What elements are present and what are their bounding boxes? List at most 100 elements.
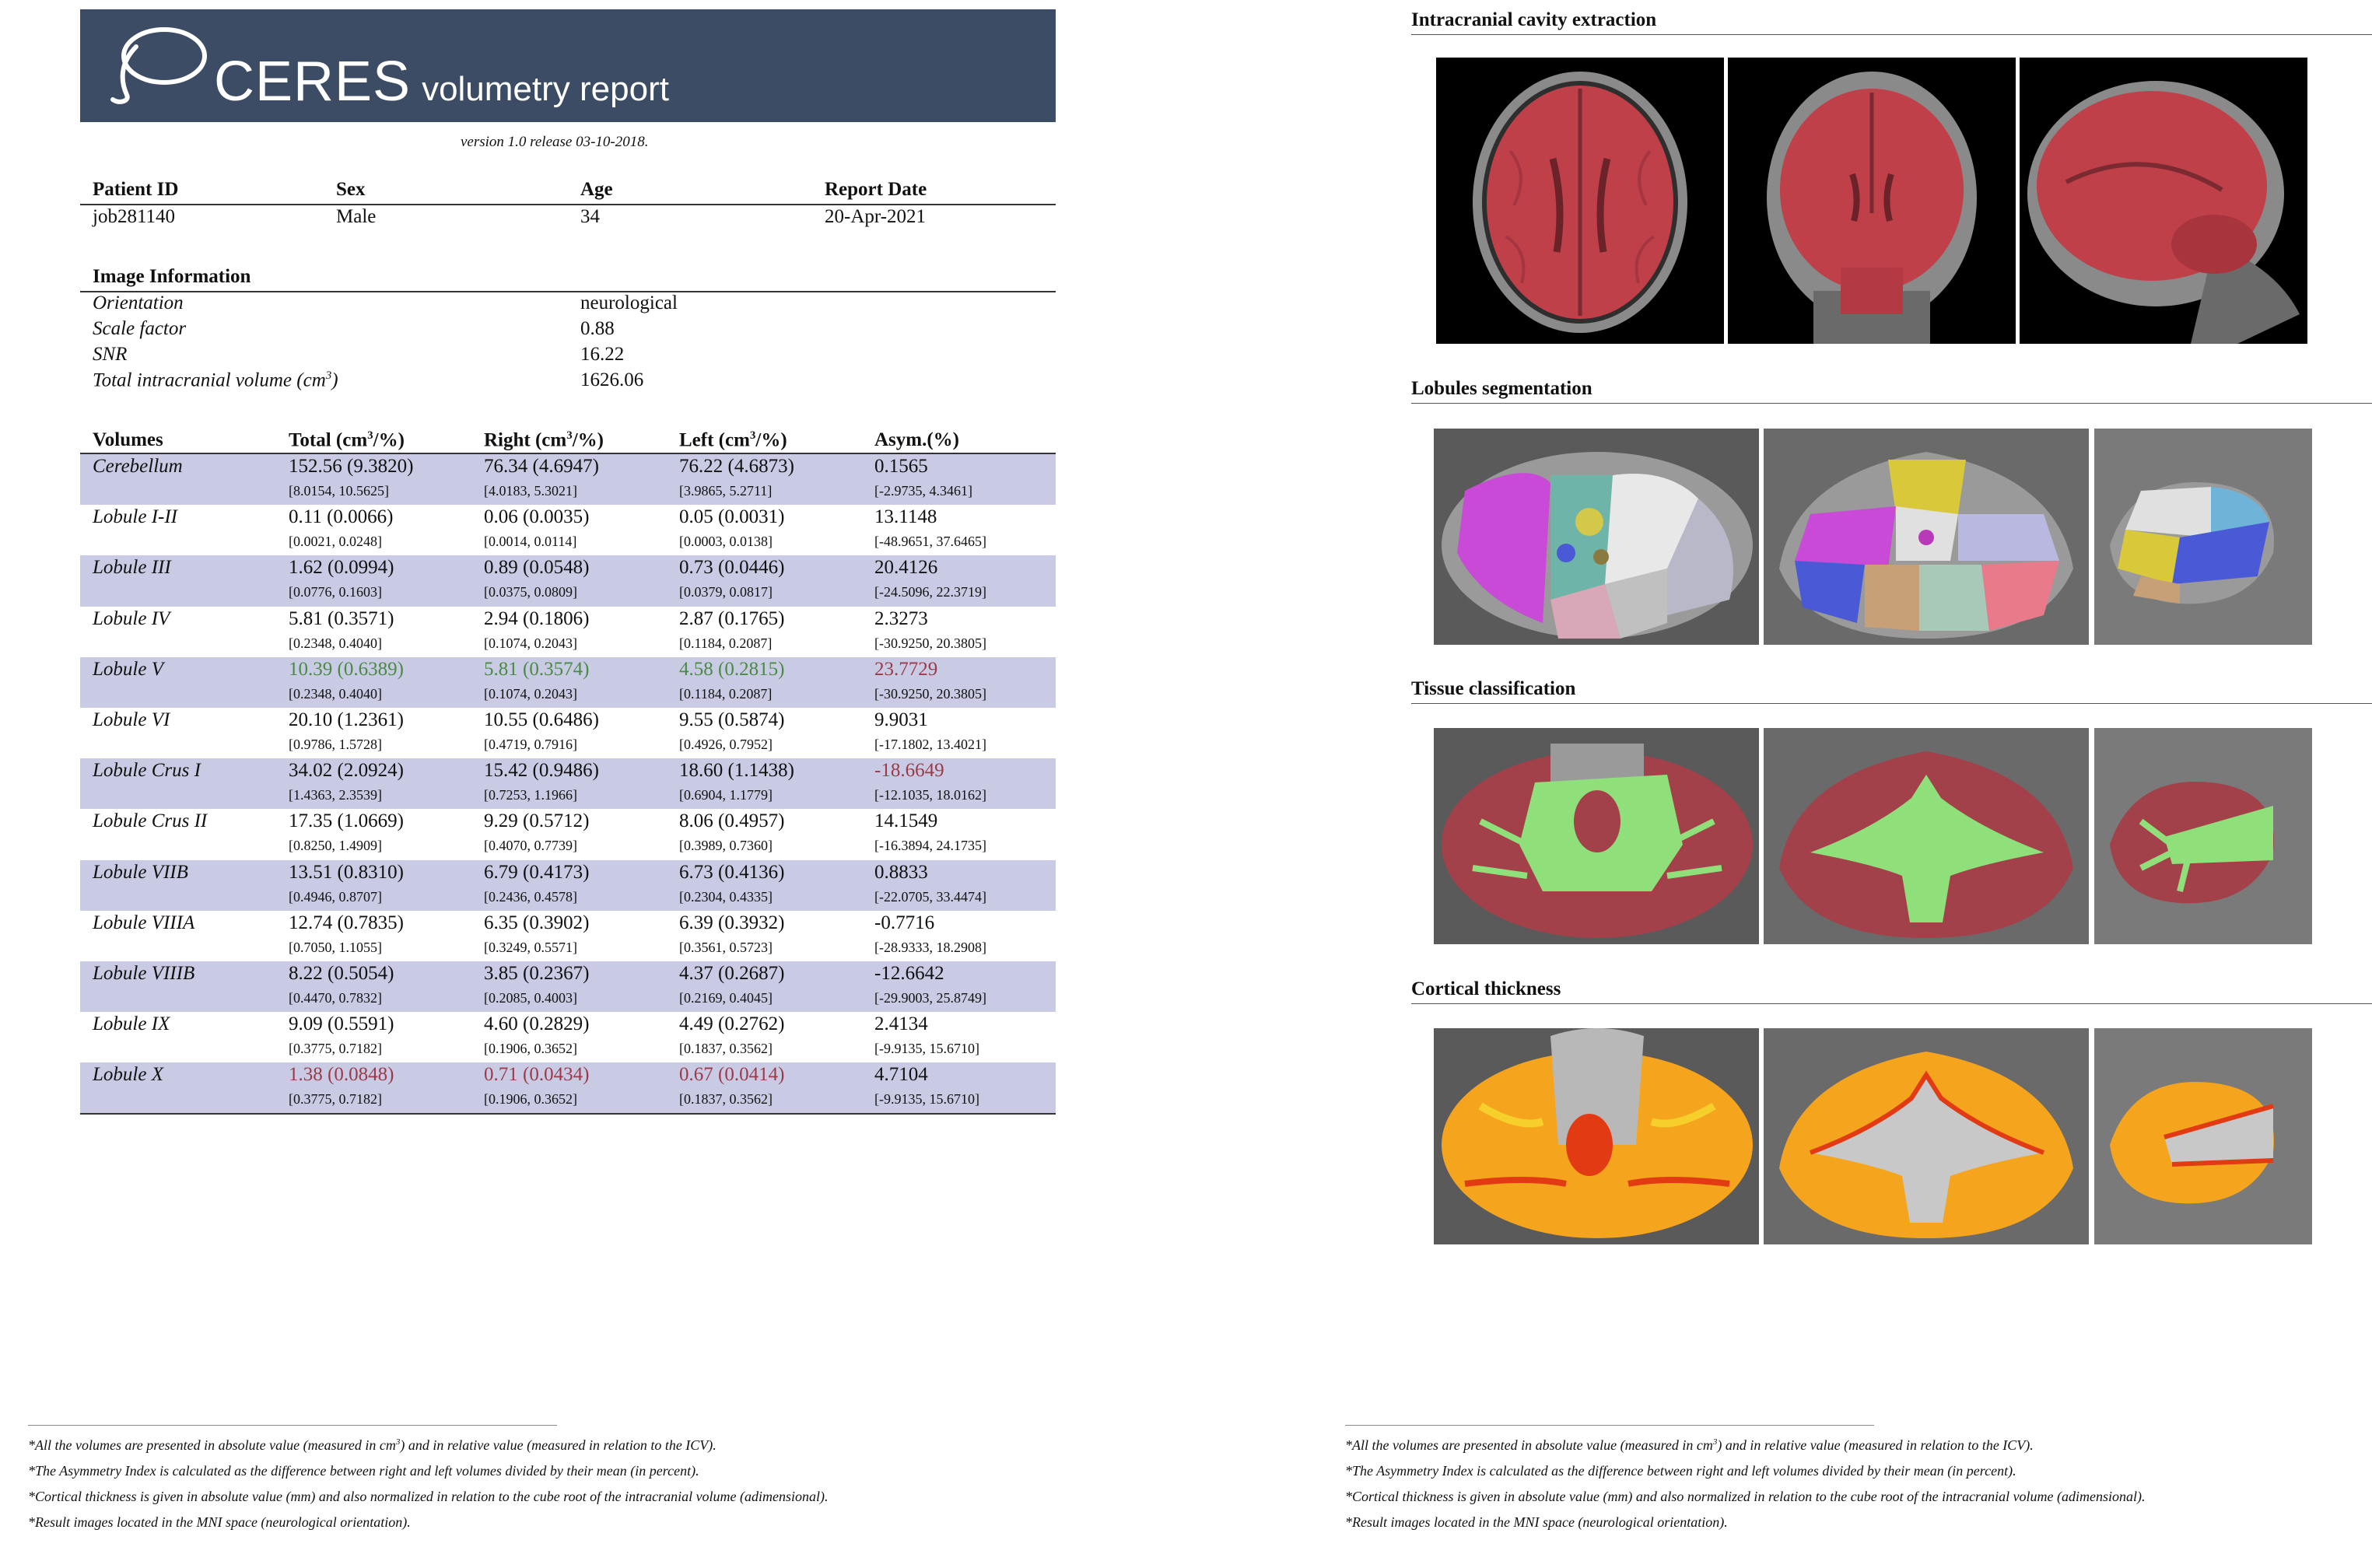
col-total: Total (cm3/%) <box>289 429 405 451</box>
cell-total-range: [0.4470, 0.7832] <box>289 989 382 1006</box>
cell-left: 4.58 (0.2815) <box>679 658 785 680</box>
patient-id-value: job281140 <box>93 206 176 227</box>
footnote-text: *The Asymmetry Index is calculated as th… <box>1345 1463 2016 1479</box>
cell-asym-range: [-48.9651, 37.6465] <box>874 534 986 550</box>
header-sex: Sex <box>336 179 366 200</box>
sex-value: Male <box>336 206 377 227</box>
row-name: Lobule III <box>93 557 171 579</box>
cell-right: 3.85 (0.2367) <box>484 962 590 984</box>
col-right-sup: 3 <box>566 429 573 442</box>
section-title-tissue: Tissue classification <box>1411 678 1576 699</box>
col-right-text: Right (cm <box>484 429 567 451</box>
cell-total: 5.81 (0.3571) <box>289 607 394 629</box>
footnote-text: *The Asymmetry Index is calculated as th… <box>28 1463 699 1479</box>
cell-left-range: [0.6904, 1.1779] <box>679 787 773 803</box>
row-name: Lobule I-II <box>93 506 177 528</box>
footnote: *Cortical thickness is given in absolute… <box>1345 1489 2146 1505</box>
cell-right: 76.34 (4.6947) <box>484 456 599 477</box>
cell-left-range: [0.0379, 0.0817] <box>679 584 773 600</box>
cell-left-range: [0.2304, 0.4335] <box>679 888 773 905</box>
cell-right: 6.79 (0.4173) <box>484 861 590 883</box>
cell-right-range: [0.1906, 0.3652] <box>484 1091 577 1108</box>
cell-left: 4.49 (0.2762) <box>679 1013 785 1035</box>
thickness-coronal-image <box>1764 1028 2089 1244</box>
footnote: *All the volumes are presented in absolu… <box>1345 1437 2034 1454</box>
cell-total-range: [0.7050, 1.1055] <box>289 939 382 955</box>
section-rule-icv <box>1411 34 2372 35</box>
volumes-table-bottom-rule <box>80 1113 1056 1115</box>
cell-right: 9.29 (0.5712) <box>484 810 590 832</box>
footnote-text: *Cortical thickness is given in absolute… <box>1345 1489 2146 1504</box>
cell-right: 10.55 (0.6486) <box>484 709 599 730</box>
cell-asym: 4.7104 <box>874 1064 928 1086</box>
footnote-rule-right <box>1345 1425 1874 1426</box>
cell-asym-range: [-30.9250, 20.3805] <box>874 685 986 702</box>
cell-left-range: [0.0003, 0.0138] <box>679 534 773 550</box>
footnote-sup: 3 <box>395 1437 401 1447</box>
section-rule-tissue <box>1411 703 2372 704</box>
row-name: Lobule VIIB <box>93 861 188 883</box>
header-patient-id: Patient ID <box>93 179 179 200</box>
cell-right-range: [0.0014, 0.0114] <box>484 534 577 550</box>
footnote: *The Asymmetry Index is calculated as th… <box>28 1463 699 1479</box>
cell-total-range: [0.0776, 0.1603] <box>289 584 382 600</box>
tiv-label-sup: 3 <box>325 369 332 382</box>
footnote-rule-left <box>28 1425 557 1426</box>
cell-asym: 2.3273 <box>874 607 928 629</box>
row-name: Lobule IX <box>93 1013 170 1035</box>
col-total-text: Total (cm <box>289 429 368 451</box>
footnote-text: *All the volumes are presented in absolu… <box>1345 1437 1713 1453</box>
cell-left: 2.87 (0.1765) <box>679 607 785 629</box>
cell-left-range: [0.2169, 0.4045] <box>679 989 773 1006</box>
section-rule-thickness <box>1411 1003 2372 1004</box>
row-name: Lobule Crus II <box>93 810 208 832</box>
col-total-sup: 3 <box>367 429 373 442</box>
cell-total-range: [0.2348, 0.4040] <box>289 685 382 702</box>
tiv-label-text: Total intracranial volume (cm <box>93 369 326 391</box>
cell-left: 8.06 (0.4957) <box>679 810 785 832</box>
cell-left: 6.39 (0.3932) <box>679 912 785 933</box>
cell-asym-range: [-9.9135, 15.6710] <box>874 1041 979 1057</box>
cell-right: 0.06 (0.0035) <box>484 506 590 528</box>
icv-coronal-image <box>1728 58 2016 344</box>
brand-subtitle: volumetry report <box>422 70 669 108</box>
cell-right-range: [0.1906, 0.3652] <box>484 1041 577 1057</box>
col-left: Left (cm3/%) <box>679 429 787 451</box>
col-volumes: Volumes <box>93 429 163 450</box>
snr-value: 16.22 <box>580 344 625 365</box>
cell-left: 0.67 (0.0414) <box>679 1064 785 1086</box>
tiv-label-end: ) <box>331 369 338 391</box>
cell-asym-range: [-12.1035, 18.0162] <box>874 787 986 803</box>
thickness-axial-image <box>1434 1028 1759 1244</box>
cell-right-range: [4.0183, 5.3021] <box>484 483 577 499</box>
cell-right: 15.42 (0.9486) <box>484 760 599 782</box>
cell-right-range: [0.2436, 0.4578] <box>484 888 577 905</box>
cell-left: 0.73 (0.0446) <box>679 557 785 579</box>
row-name: Cerebellum <box>93 456 183 477</box>
row-name: Lobule X <box>93 1064 163 1086</box>
lobules-sagittal-image <box>2094 429 2312 645</box>
cell-right: 5.81 (0.3574) <box>484 658 590 680</box>
cell-right-range: [0.3249, 0.5571] <box>484 939 577 955</box>
scale-factor-value: 0.88 <box>580 318 615 339</box>
cell-asym-range: [-22.0705, 33.4474] <box>874 888 986 905</box>
cell-total: 1.62 (0.0994) <box>289 557 394 579</box>
cell-left-range: [0.4926, 0.7952] <box>679 736 773 752</box>
table-row: Lobule III 1.62 (0.0994) [0.0776, 0.1603] 0… <box>80 555 1056 607</box>
cell-asym: 9.9031 <box>874 709 928 730</box>
cell-right-range: [0.2085, 0.4003] <box>484 989 577 1006</box>
cell-asym: -18.6649 <box>874 760 944 782</box>
col-right: Right (cm3/%) <box>484 429 604 451</box>
cell-right: 0.71 (0.0434) <box>484 1064 590 1086</box>
cell-left-range: [0.1184, 0.2087] <box>679 635 773 651</box>
cell-left-range: [3.9865, 5.2711] <box>679 483 773 499</box>
cell-left-range: [0.1837, 0.3562] <box>679 1091 773 1108</box>
cell-asym-range: [-24.5096, 22.3719] <box>874 584 986 600</box>
